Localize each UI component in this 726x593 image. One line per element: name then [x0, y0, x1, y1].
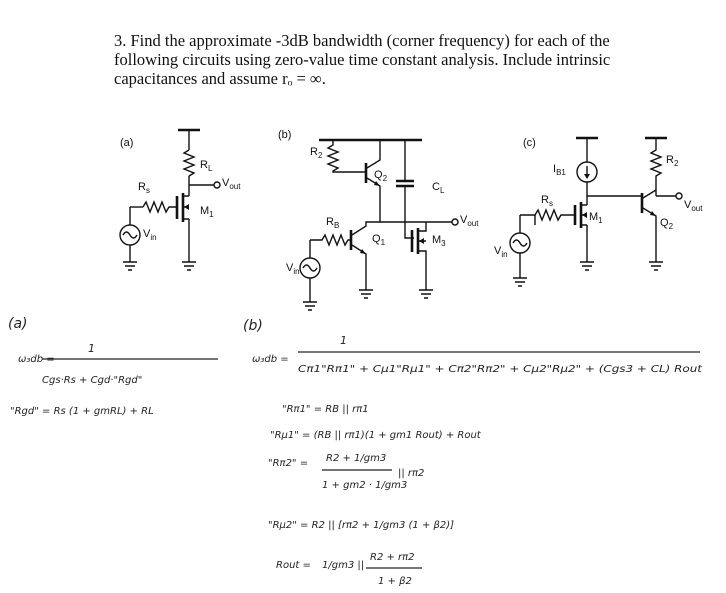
rmu1-equation: "Rμ1" = (RB || rπ1)(1 + gm1 Rout) + Rout [270, 430, 482, 441]
rout-denominator: 1 + β2 [378, 576, 412, 587]
resistor-rs [142, 200, 177, 214]
circuit-b: (b) R2 Q2 Vout CL RB [278, 129, 479, 311]
denominator-a: Cgs·Rs + Cgd·"Rgd" [42, 375, 142, 386]
ground-symbol [182, 261, 196, 271]
rout-numerator: R2 + rπ2 [370, 552, 415, 563]
solution-b-label: (b) [243, 318, 263, 334]
rpi1-equation: "Rπ1" = RB || rπ1 [282, 404, 369, 415]
rs-label: Rs [541, 194, 553, 208]
rpi2-numerator: R2 + 1/gm3 [326, 453, 386, 464]
m1-label: M1 [200, 205, 214, 219]
rgd-equation: "Rgd" = Rs (1 + gmRL) + RL [10, 406, 154, 417]
circuit-a: (a) RL Vout M1 Rs [119, 128, 241, 271]
ground-symbol [649, 261, 663, 271]
ground-symbol [580, 261, 594, 271]
q2-label: Q2 [660, 217, 674, 231]
ground-symbol [513, 277, 527, 287]
q2-label: Q2 [374, 169, 388, 183]
omega-3db-a: ω₃db = [18, 354, 55, 365]
rb-label: RB [326, 216, 339, 230]
ground-symbol [303, 301, 317, 311]
vout-label: Vout [460, 214, 479, 228]
resistor-rb [310, 233, 350, 247]
vout-terminal [213, 181, 221, 189]
m3-label: M3 [432, 234, 446, 248]
ib1-label: IB1 [553, 163, 566, 177]
rpi2-parallel: || rπ2 [398, 468, 424, 479]
vout-terminal [675, 192, 683, 200]
vin-label: Vin [143, 228, 157, 242]
resistor-r2 [649, 138, 663, 196]
circuit-b-label: (b) [278, 129, 291, 141]
circuit-c: (c) IB1 M1 Rs Vin [494, 136, 703, 287]
rmu2-equation: "Rμ2" = R2 || [rπ2 + 1/gm3 (1 + β2)] [268, 520, 454, 531]
circuit-c-label: (c) [523, 137, 536, 149]
cl-label: CL [432, 181, 445, 195]
vout-terminal [451, 218, 459, 226]
r2-label: R2 [666, 154, 679, 168]
solution-a: (a) ω₃db = 1 Cgs·Rs + Cgd·"Rgd" "Rgd" = … [8, 316, 218, 417]
problem-line: capacitances and assume rₒ = ∞. [114, 69, 326, 88]
numerator-a: 1 [88, 342, 95, 355]
q1-label: Q1 [372, 233, 386, 247]
resistor-rl [182, 149, 196, 177]
resistor-r2 [326, 140, 365, 173]
denominator-b: Cπ1"Rπ1" + Cμ1"Rμ1" + Cπ2"Rπ2" + Cμ2"Rμ2… [298, 364, 703, 375]
problem-line: 3. Find the approximate -3dB bandwidth (… [114, 31, 610, 50]
problem-line: following circuits using zero-value time… [114, 50, 611, 69]
ground-symbol [419, 289, 433, 299]
rl-label: RL [200, 159, 213, 173]
resistor-rs [534, 208, 575, 222]
vout-label: Vout [684, 199, 703, 213]
rs-label: Rs [138, 181, 150, 195]
problem-statement: 3. Find the approximate -3dB bandwidth (… [114, 31, 714, 88]
numerator-b: 1 [340, 334, 347, 347]
r2-label: R2 [310, 146, 323, 160]
circuit-a-label: (a) [120, 137, 133, 149]
capacitor-cl [396, 179, 414, 188]
m1-label: M1 [589, 211, 603, 225]
omega-3db-b: ω₃db = [252, 354, 289, 365]
vin-label: Vin [286, 262, 300, 276]
ground-symbol [359, 289, 373, 299]
rout-lhs: Rout = [276, 560, 311, 571]
rpi2-lhs: "Rπ2" = [268, 458, 308, 469]
rpi2-denominator: 1 + gm2 · 1/gm3 [322, 480, 407, 491]
vin-label: Vin [494, 245, 508, 259]
rout-gm3: 1/gm3 || [322, 560, 364, 571]
solution-b: (b) ω₃db = 1 Cπ1"Rπ1" + Cμ1"Rμ1" + Cπ2"R… [243, 318, 703, 587]
ground-symbol [123, 261, 137, 271]
vout-label: Vout [222, 177, 241, 191]
solution-a-label: (a) [8, 316, 28, 332]
